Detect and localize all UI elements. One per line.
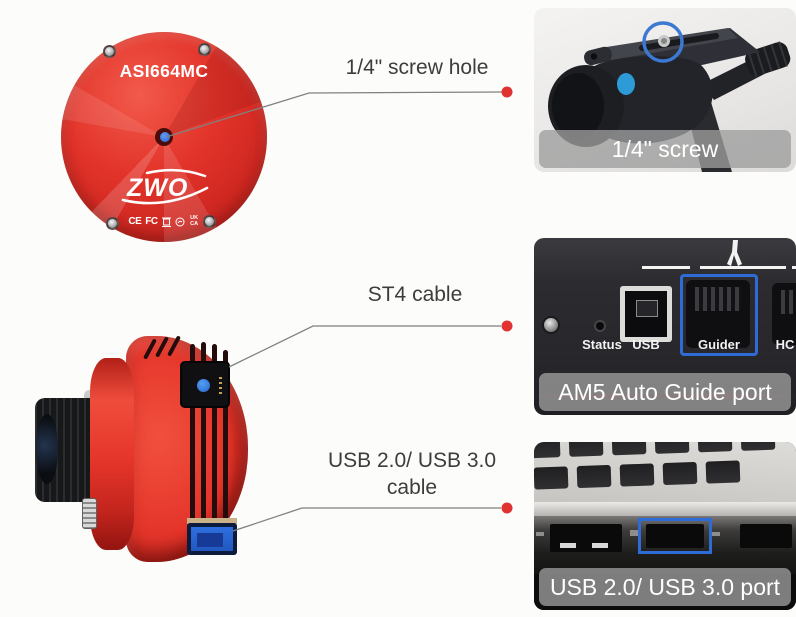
tripod-photo: 1/4" screw [534, 8, 796, 172]
key-icon [697, 442, 733, 453]
certification-marks: CE FC UK CA [61, 215, 267, 228]
key-icon [534, 442, 561, 459]
leader-dot-usb [501, 502, 513, 514]
camera-front-flange [90, 358, 134, 550]
usb3-port-tongue [197, 533, 223, 547]
caption-am5-guide-port: AM5 Auto Guide port [539, 373, 791, 411]
port-icon [536, 532, 544, 536]
fcc-mark: FC [145, 216, 158, 228]
panel-screw-icon [542, 316, 560, 334]
panel-dash [700, 266, 786, 269]
port-label-usb: USB [632, 337, 660, 352]
key-icon [611, 442, 647, 456]
plate-lug [584, 46, 612, 66]
quarter-inch-screw-hole [155, 128, 173, 146]
key-icon [576, 464, 612, 489]
screw-icon [203, 215, 216, 228]
label-usb-cable: USB 2.0/ USB 3.0 cable [322, 447, 502, 501]
laptop-edge [534, 502, 796, 516]
key-icon [654, 442, 690, 454]
vent-slot [212, 344, 217, 552]
caption-usb-port: USB 2.0/ USB 3.0 port [539, 568, 791, 606]
key-icon [662, 461, 698, 486]
weee-bin-icon [161, 217, 171, 228]
drag-knob-face [552, 73, 604, 139]
label-quarter-screw-hole: 1/4" screw hole [345, 56, 489, 79]
highlight-circle [642, 21, 684, 63]
st4-port-pins [219, 377, 222, 397]
leader-dot-st4 [501, 320, 513, 332]
usb-tab [560, 543, 576, 548]
key-icon [534, 466, 569, 490]
keyboard-row [534, 460, 741, 490]
port-icon [710, 532, 720, 536]
camera-side-photo [8, 330, 293, 617]
usb-highlight-box [638, 518, 712, 554]
camera-back-photo: ASI664MC ZWO CE FC UK CA [61, 32, 267, 242]
zwo-logo-text: ZWO [126, 174, 188, 202]
port-icon [630, 530, 638, 536]
screw-icon [198, 43, 211, 56]
port-label-hc: HC [775, 337, 795, 352]
key-icon [619, 463, 655, 487]
vent-slot [223, 350, 228, 546]
status-led-hole [596, 322, 604, 330]
leader-dot-screw-hole [501, 86, 513, 98]
screw-icon [106, 217, 119, 230]
usb-b-port [620, 286, 672, 342]
thumbscrew [82, 498, 97, 529]
vent-slot [201, 342, 206, 554]
laptop-side [534, 516, 796, 574]
usb-port-highlighted [646, 524, 704, 548]
key-icon [568, 442, 604, 457]
panel-dash [642, 266, 690, 269]
st4-port [180, 361, 230, 408]
port-label-status: Status [582, 337, 622, 352]
usb-port-right [740, 524, 792, 548]
screw-icon [103, 45, 116, 58]
usb3-port [187, 523, 237, 555]
panel-dash [792, 266, 796, 269]
hc-rj-port [772, 283, 796, 345]
caption-quarter-screw: 1/4" screw [539, 130, 791, 168]
label-usb-cable-line1: USB 2.0/ USB 3.0 [327, 449, 497, 472]
blue-knob [617, 73, 635, 95]
key-icon [705, 460, 741, 484]
vent-slot [190, 344, 195, 552]
usb-tab [592, 543, 608, 548]
zwo-logo: ZWO [121, 168, 209, 205]
usb3-port-left [550, 524, 622, 552]
tripod-graphic [548, 21, 791, 172]
camera-model-text: ASI664MC [119, 61, 209, 81]
rj-pins [695, 287, 741, 311]
keyboard-row [534, 442, 776, 459]
label-usb-cable-line2: cable [386, 476, 438, 499]
key-icon [740, 442, 776, 451]
rj-pins [781, 290, 793, 314]
quarter-screw-center [661, 38, 667, 44]
guider-rj-port [686, 280, 750, 348]
ukca-mark: UK CA [190, 215, 199, 227]
guider-highlight-box [680, 274, 758, 356]
usb-port-trim [187, 518, 237, 524]
laptop-photo: USB 2.0/ USB 3.0 port [534, 442, 796, 610]
rohs-circle-icon [175, 217, 185, 227]
plate-slot [639, 33, 719, 51]
ce-mark: CE [128, 216, 142, 228]
st4-port-pin-dot [197, 379, 210, 392]
label-st4-cable: ST4 cable [367, 283, 463, 306]
port-label-guider: Guider [698, 337, 740, 352]
figure-graphic [727, 240, 742, 266]
mount-panel-photo: Status USB Guider HC AM5 Auto Guide port [534, 238, 796, 415]
keyboard-deck [534, 442, 796, 502]
